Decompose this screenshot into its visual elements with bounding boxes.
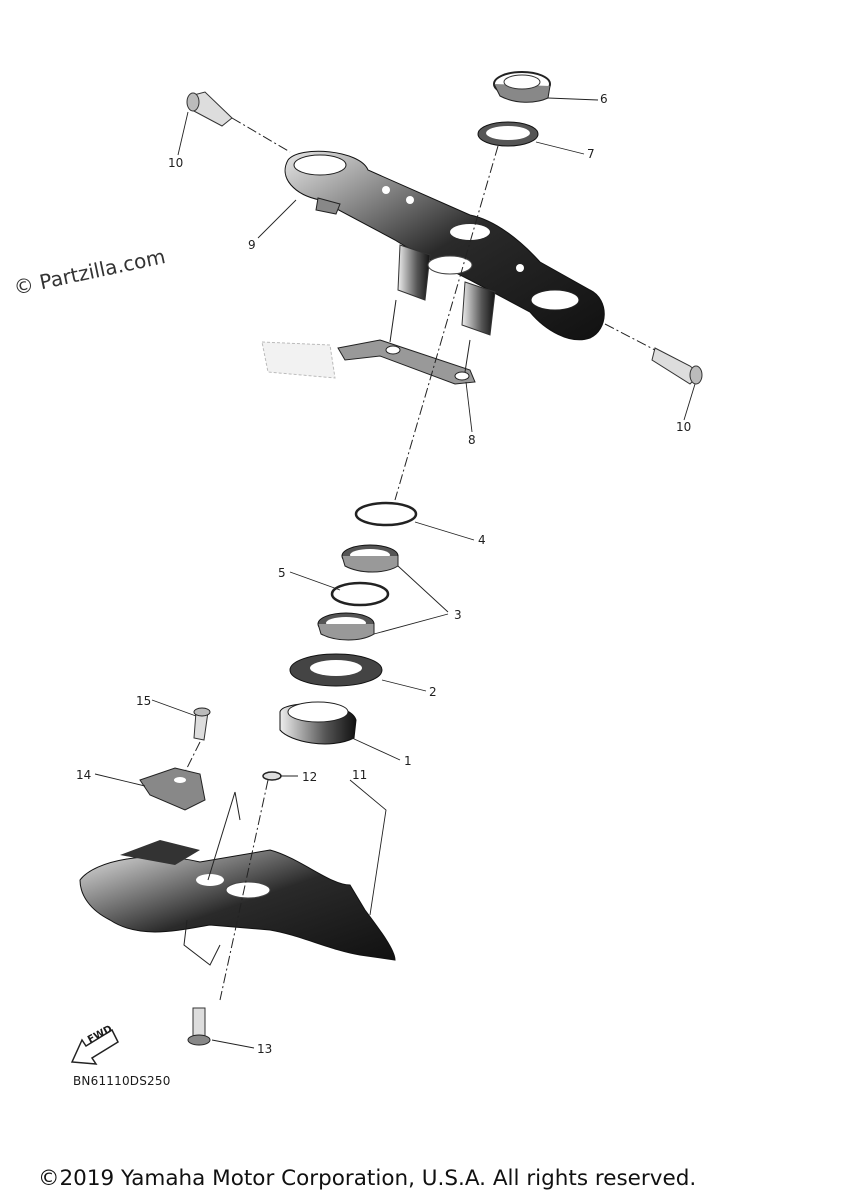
callout-12: 12 xyxy=(302,770,318,784)
callout-6: 6 xyxy=(600,92,608,106)
bolt-part-13 xyxy=(187,1007,211,1046)
seal-part-4 xyxy=(354,501,418,527)
diagram-code: BN61110DS250 xyxy=(73,1074,171,1088)
callout-11: 11 xyxy=(352,768,368,782)
upper-bracket-part xyxy=(284,150,605,341)
callout-2: 2 xyxy=(429,685,437,699)
bolt-part-15 xyxy=(193,707,211,741)
seal-part-2 xyxy=(289,653,383,687)
clamp-part-14 xyxy=(139,767,206,811)
assembly-lines xyxy=(183,299,471,966)
callout-8: 8 xyxy=(468,433,476,447)
callout-5: 5 xyxy=(278,566,286,580)
callout-10-left: 10 xyxy=(168,156,184,170)
lower-bracket-part xyxy=(79,840,396,961)
copyright-notice: ©2019 Yamaha Motor Corporation, U.S.A. A… xyxy=(38,1166,697,1191)
bolt-part-left xyxy=(186,91,233,127)
washer-part xyxy=(477,121,539,147)
fwd-arrow-icon xyxy=(70,1028,119,1065)
center-lines xyxy=(185,117,656,1001)
cover-part-1 xyxy=(279,701,357,745)
callout-14: 14 xyxy=(76,768,92,782)
plate-bracket-part xyxy=(261,339,476,385)
callout-3: 3 xyxy=(454,608,462,622)
callout-7: 7 xyxy=(587,147,595,161)
washer-part-12 xyxy=(262,771,282,781)
race-part-5 xyxy=(330,581,390,607)
bearing-part-3-lower xyxy=(317,612,375,641)
bolt-part-right xyxy=(651,347,703,385)
callout-4: 4 xyxy=(478,533,486,547)
callout-10-right: 10 xyxy=(676,420,692,434)
callout-13: 13 xyxy=(257,1042,273,1056)
leader-lines xyxy=(94,97,696,1049)
bearing-part-3-upper xyxy=(341,544,399,573)
callout-15: 15 xyxy=(136,694,152,708)
callout-9: 9 xyxy=(248,238,256,252)
callout-1: 1 xyxy=(404,754,412,768)
ring-nut-part xyxy=(493,71,551,103)
